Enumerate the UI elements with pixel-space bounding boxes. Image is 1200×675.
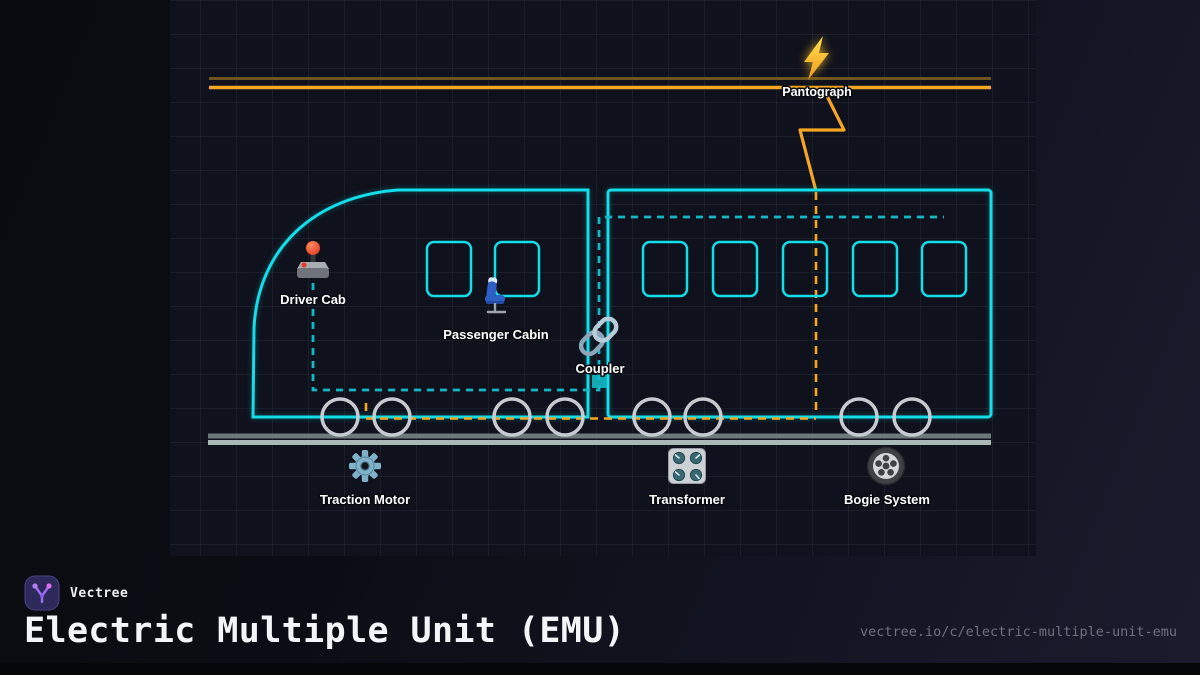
car2-window-1 — [641, 240, 689, 298]
wheel-4 — [545, 397, 585, 437]
brand-name: Vectree — [70, 585, 129, 601]
car2-window-2 — [711, 240, 759, 298]
passenger-cabin-label: Passenger Cabin — [443, 327, 549, 342]
joystick-icon — [297, 241, 329, 278]
wheel-6 — [683, 397, 723, 437]
control-knobs-icon — [668, 448, 706, 484]
traction-motor-label: Traction Motor — [320, 492, 410, 507]
page-title: Electric Multiple Unit (EMU) — [24, 611, 626, 651]
driver-cab-label: Driver Cab — [280, 292, 346, 307]
car2-window-3 — [781, 240, 829, 298]
grid-background — [170, 0, 1036, 556]
gear-icon — [349, 450, 381, 482]
pantograph-label: Pantograph — [782, 85, 851, 99]
wheel-8 — [892, 397, 932, 437]
lightning-bolt-icon — [804, 36, 829, 80]
transformer-label: Transformer — [649, 492, 725, 507]
car1-window-2 — [493, 240, 541, 298]
coupler-connector — [592, 375, 607, 388]
chain-link-icon — [578, 316, 619, 357]
car1-body — [251, 188, 590, 419]
wheel-7 — [839, 397, 879, 437]
car2-window-4 — [851, 240, 899, 298]
car2-body — [606, 188, 993, 419]
vectree-logo-icon — [24, 575, 60, 611]
bogie-system-label: Bogie System — [844, 492, 930, 507]
pantograph-arm-line — [798, 87, 846, 192]
page-url: vectree.io/c/electric-multiple-unit-emu — [860, 624, 1177, 640]
train-diagram: Pantograph Driver Cab Passenger Cabin Co… — [208, 36, 993, 509]
control-dashed-line — [311, 215, 944, 392]
brand-row: Vectree — [24, 575, 128, 611]
wheel-2 — [372, 397, 412, 437]
seat-icon — [485, 277, 507, 314]
coupler-label: Coupler — [575, 361, 624, 376]
wheel-3 — [492, 397, 532, 437]
car2-window-5 — [920, 240, 968, 298]
car1-window-1 — [425, 240, 473, 298]
wheel-5 — [632, 397, 672, 437]
wheel-1 — [320, 397, 360, 437]
tire-icon — [866, 446, 906, 486]
